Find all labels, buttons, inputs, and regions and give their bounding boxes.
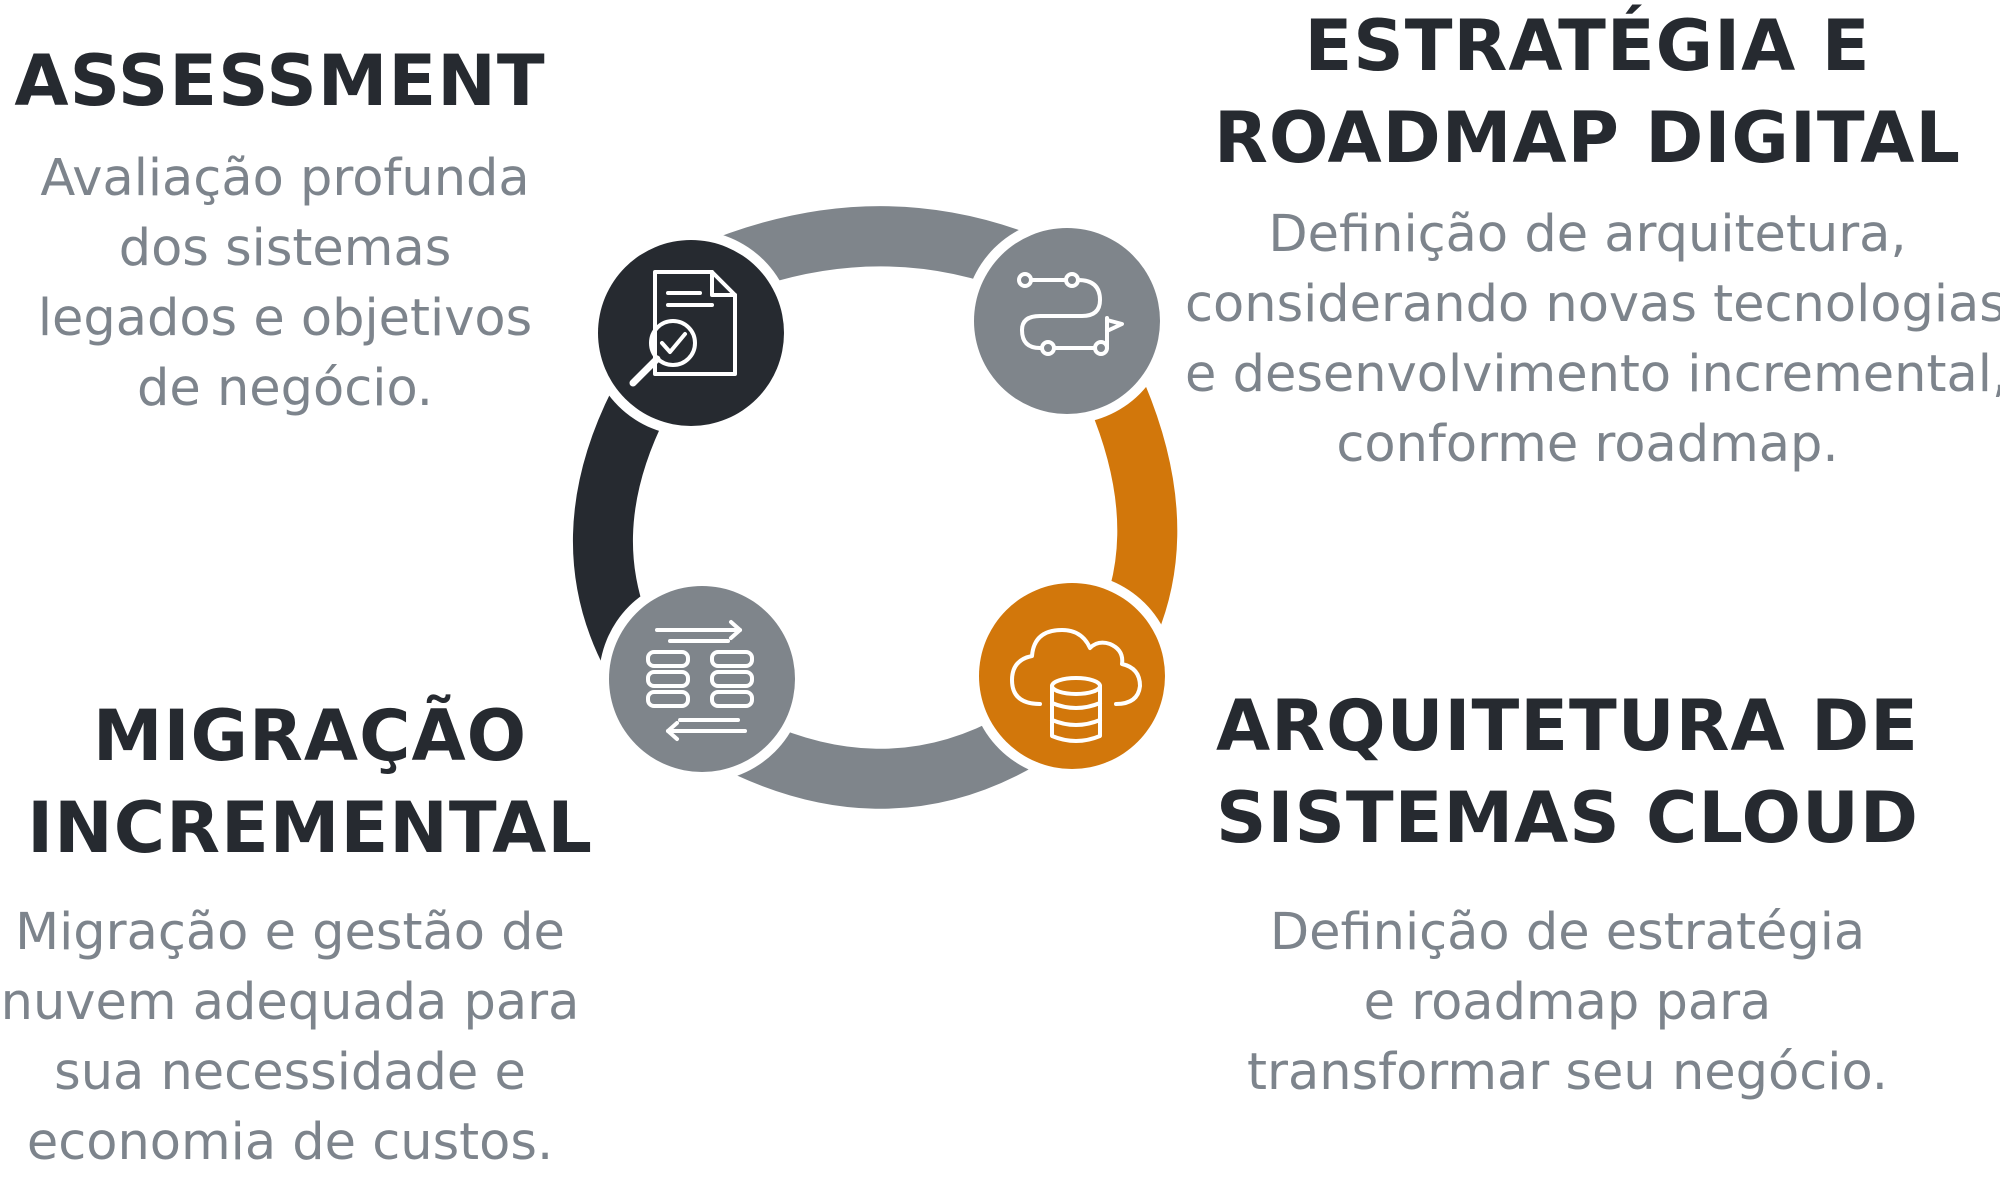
- strategy-desc-line: considerando novas tecnologias: [1185, 275, 2000, 334]
- assessment-title-line: ASSESSMENT: [14, 40, 546, 122]
- strategy-description: Definição de arquitetura, considerando n…: [1185, 200, 2000, 480]
- migration-desc-line: nuvem adequada para: [0, 973, 580, 1032]
- cloud-desc-line: transformar seu negócio.: [1247, 1043, 1888, 1102]
- strategy-desc-line: e desenvolvimento incremental,: [1185, 345, 2000, 404]
- cloud-database-icon: [1010, 628, 1142, 743]
- strategy-desc-line: Definição de arquitetura,: [1268, 205, 1907, 264]
- data-transfer-icon: [646, 620, 754, 741]
- strategy-title-line: ROADMAP DIGITAL: [1213, 97, 1962, 179]
- assessment-desc-line: de negócio.: [137, 359, 433, 418]
- assessment-desc-line: Avaliação profunda: [40, 149, 530, 208]
- migration-desc-line: sua necessidade e: [54, 1043, 526, 1102]
- node-assessment: [588, 230, 794, 436]
- migration-desc-line: Migração e gestão de: [15, 903, 565, 962]
- cloud-desc-line: Definição de estratégia: [1269, 903, 1866, 962]
- cloud-description: Definição de estratégia e roadmap para t…: [1175, 898, 1960, 1108]
- assessment-description: Avaliação profunda dos sistemas legados …: [20, 144, 550, 424]
- strategy-desc-line: conforme roadmap.: [1336, 415, 1839, 474]
- migration-title-line: MIGRAÇÃO: [92, 695, 528, 777]
- migration-title: MIGRAÇÃO INCREMENTAL: [0, 690, 620, 874]
- cloud-title: ARQUITETURA DE SISTEMAS CLOUD: [1175, 680, 1960, 864]
- assessment-desc-line: dos sistemas: [118, 219, 452, 278]
- strategy-title: ESTRATÉGIA E ROADMAP DIGITAL: [1185, 0, 1990, 184]
- node-migration: [599, 576, 805, 782]
- node-cloud: [969, 573, 1175, 779]
- migration-desc-line: economia de custos.: [26, 1113, 554, 1172]
- assessment-title: ASSESSMENT: [0, 35, 560, 127]
- strategy-title-line: ESTRATÉGIA E: [1304, 5, 1871, 87]
- migration-description: Migração e gestão de nuvem adequada para…: [0, 898, 580, 1178]
- cloud-title-line: ARQUITETURA DE: [1216, 685, 1919, 767]
- roadmap-path-icon: [1017, 272, 1124, 356]
- node-strategy: [964, 218, 1170, 424]
- cloud-title-line: SISTEMAS CLOUD: [1216, 777, 1919, 859]
- cloud-desc-line: e roadmap para: [1363, 973, 1772, 1032]
- assessment-desc-line: legados e objetivos: [37, 289, 533, 348]
- migration-title-line: INCREMENTAL: [27, 787, 593, 869]
- document-search-icon: [629, 270, 737, 387]
